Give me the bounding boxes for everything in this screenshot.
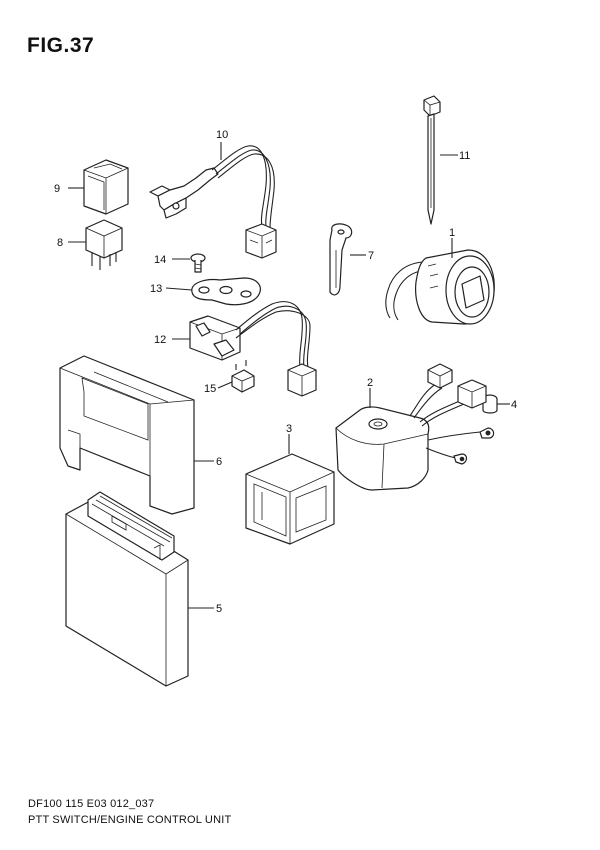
part-7-clamp [329,223,353,296]
callout-7: 7 [368,250,374,262]
part-14-screw [190,253,206,273]
callout-6: 6 [216,456,222,468]
callout-15: 15 [204,383,216,395]
diagram-code: DF100 115 E03 012_037 [28,798,155,810]
part-2-control-module [335,363,495,491]
figure-title: FIG.37 [27,34,95,57]
callout-3: 3 [286,423,292,435]
callout-10: 10 [216,129,228,141]
callout-13: 13 [150,283,162,295]
callout-2: 2 [367,377,373,389]
part-10-ptt-switch-harness [149,145,277,259]
part-9-relay-cover [83,159,129,215]
callout-8: 8 [57,237,63,249]
callout-9: 9 [54,183,60,195]
callout-5: 5 [216,603,222,615]
part-13-bracket-plate [191,277,261,306]
part-15-clip [231,360,255,393]
callout-12: 12 [154,334,166,346]
part-12-switch-unit [189,301,317,397]
callout-numbers: 10 9 8 14 13 12 15 11 7 1 2 4 3 6 5 [54,129,517,615]
diagram-name: PTT SWITCH/ENGINE CONTROL UNIT [28,814,232,826]
part-3-cover [245,453,335,545]
callout-14: 14 [154,254,166,266]
part-8-relay [85,219,123,270]
part-11-cable-tie [423,95,441,225]
leader-lines [68,142,510,609]
callout-11: 11 [459,150,470,162]
leader-13 [165,287,193,291]
part-6-ecu-cover [59,355,195,515]
part-1-round-switch [385,249,495,325]
leader-15 [217,381,233,389]
callout-1: 1 [449,227,455,239]
callout-4: 4 [511,399,517,411]
part-5-ecu [65,491,189,687]
